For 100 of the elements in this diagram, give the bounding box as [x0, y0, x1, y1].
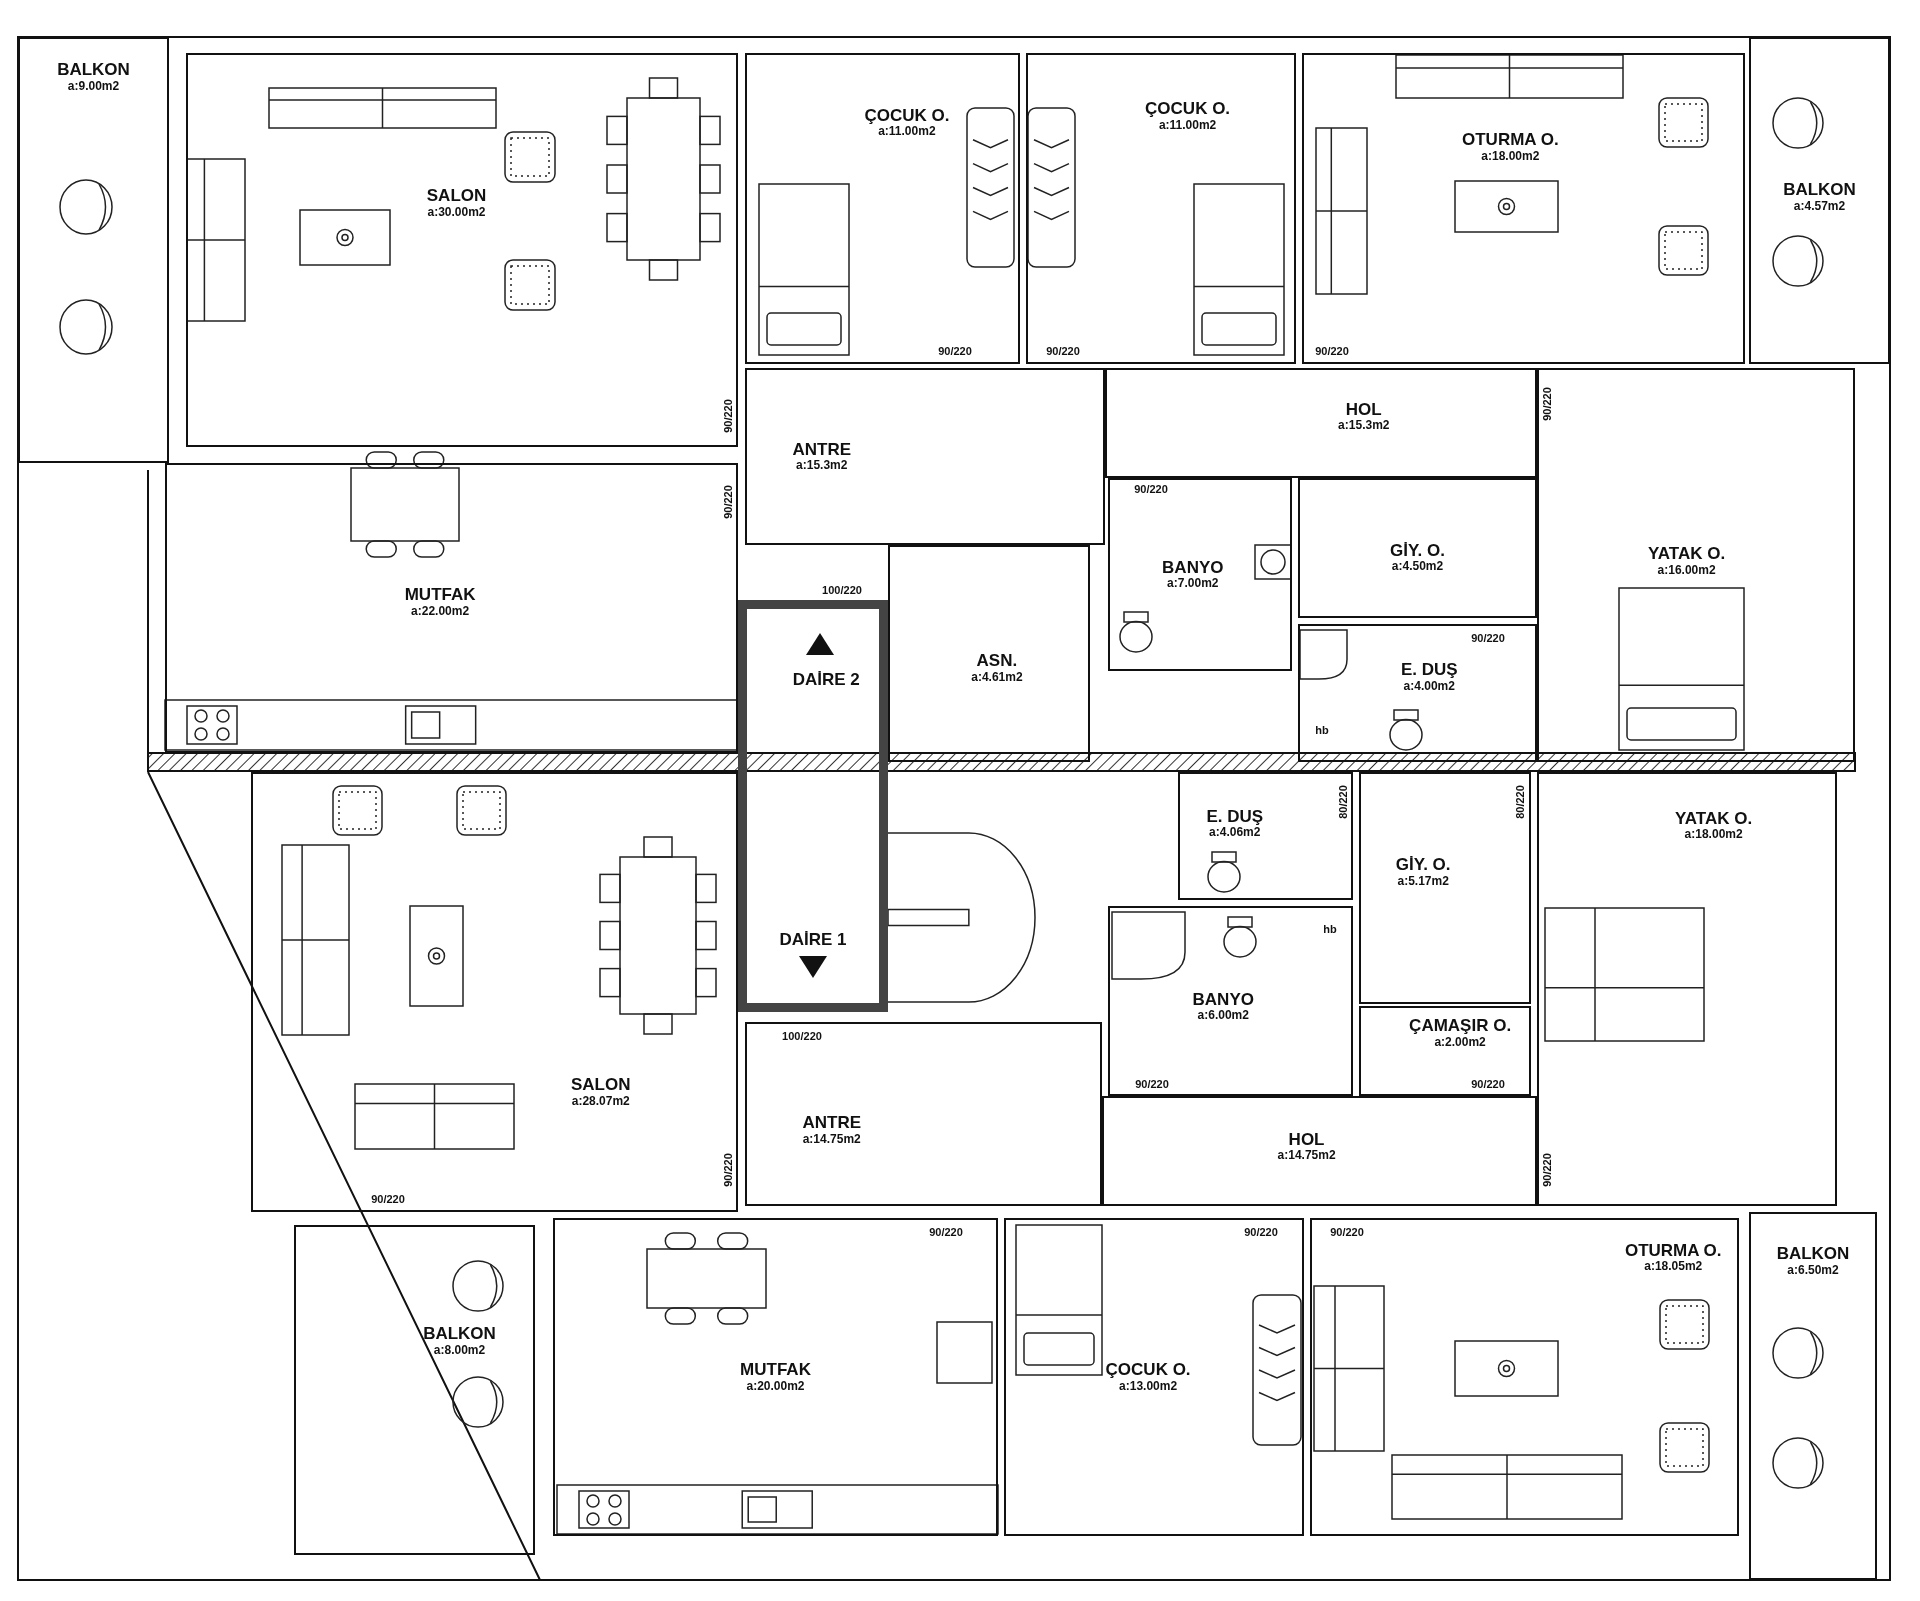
door-size-label: 100/220 [822, 584, 862, 596]
room [1108, 478, 1292, 671]
door-size-label: 90/220 [1330, 1226, 1364, 1238]
room-name: SALON [426, 187, 487, 206]
door-size-label: 90/220 [371, 1193, 405, 1205]
room [1310, 1218, 1739, 1536]
room-name: E. DUŞ [1400, 660, 1458, 680]
room-area: a:15.3m2 [1338, 419, 1390, 433]
door-size-label: 90/220 [1471, 1078, 1505, 1090]
room-area: a:28.07m2 [571, 1095, 630, 1109]
room-name: GİY. O. [1390, 541, 1445, 561]
room-name: ÇOCUK O. [1145, 100, 1231, 120]
room-name: OTURMA O. [1624, 1241, 1722, 1261]
stair-core [738, 600, 888, 1012]
room-name: YATAK O. [1648, 545, 1726, 564]
door-size-label: 90/220 [722, 485, 734, 519]
door-size-label: hb [1323, 923, 1337, 935]
room-name: BANYO [1162, 558, 1224, 578]
room [294, 1225, 535, 1555]
room [745, 53, 1020, 364]
room-name: ANTRE [792, 440, 852, 460]
door-size-label: 90/220 [1244, 1226, 1278, 1238]
room-area: a:4.06m2 [1209, 826, 1261, 840]
room-area: a:8.00m2 [433, 1343, 486, 1358]
door-size-label: 90/220 [1471, 632, 1505, 644]
room [18, 37, 169, 463]
room [1102, 1096, 1537, 1206]
door-size-label: 90/220 [938, 345, 972, 357]
room-area: a:18.05m2 [1644, 1260, 1703, 1274]
room-area: a:11.00m2 [878, 125, 936, 139]
room [251, 772, 738, 1212]
room-area: a:14.75m2 [802, 1132, 861, 1147]
room [1298, 478, 1537, 618]
room-name: ÇOCUK O. [864, 106, 950, 126]
room-name: BALKON [423, 1325, 496, 1344]
room-name: BALKON [1776, 1245, 1850, 1265]
room [1359, 1006, 1531, 1096]
door-size-label: 90/220 [722, 399, 734, 433]
room [1359, 772, 1531, 1004]
apartment-label: DAİRE 1 [779, 930, 847, 950]
door-size-label: 90/220 [1134, 483, 1168, 495]
door-size-label: 90/220 [1046, 345, 1080, 357]
room [745, 1022, 1102, 1206]
room [553, 1218, 998, 1536]
room-area: a:4.57m2 [1793, 200, 1846, 214]
room-area: a:30.00m2 [427, 205, 486, 220]
room-area: a:18.00m2 [1481, 149, 1540, 164]
room-area: a:9.00m2 [67, 79, 120, 93]
room [1749, 37, 1890, 364]
room [1749, 1212, 1877, 1580]
room-area: a:16.00m2 [1657, 563, 1716, 578]
room [186, 53, 738, 447]
room-area: a:15.3m2 [796, 459, 848, 473]
room [1004, 1218, 1304, 1536]
room-area: a:5.17m2 [1397, 874, 1449, 888]
room-area: a:11.00m2 [1158, 119, 1217, 133]
room-name: SALON [571, 1076, 631, 1095]
room-area: a:6.00m2 [1197, 1009, 1249, 1023]
room-area: a:6.50m2 [1787, 1264, 1839, 1278]
room-area: a:4.50m2 [1391, 560, 1444, 574]
room-area: a:20.00m2 [746, 1379, 805, 1393]
room [1026, 53, 1296, 364]
door-size-label: 100/220 [782, 1030, 822, 1042]
room-area: a:18.00m2 [1684, 828, 1743, 842]
room [1108, 906, 1353, 1096]
room-name: ASN. [976, 652, 1018, 672]
room [1298, 624, 1537, 762]
room-area: a:22.00m2 [411, 605, 470, 619]
room-name: ANTRE [802, 1114, 861, 1133]
room-name: HOL [1288, 1130, 1325, 1150]
room-name: E. DUŞ [1206, 807, 1264, 827]
room-area: a:7.00m2 [1167, 577, 1219, 591]
door-size-label: hb [1315, 724, 1329, 736]
room [1537, 368, 1855, 762]
door-size-label: 90/220 [929, 1226, 963, 1238]
door-size-label: 90/220 [1315, 345, 1349, 357]
room-area: a:4.00m2 [1403, 679, 1455, 693]
door-size-label: 90/220 [1135, 1078, 1169, 1090]
room-name: MUTFAK [740, 1361, 811, 1380]
room-name: ÇOCUK O. [1105, 1361, 1191, 1380]
room-area: a:14.75m2 [1277, 1149, 1336, 1163]
apartment-label: DAİRE 2 [792, 670, 860, 690]
room [1178, 772, 1353, 900]
door-size-label: 80/220 [1337, 785, 1349, 819]
room-name: ÇAMAŞIR O. [1409, 1017, 1512, 1036]
door-size-label: 90/220 [1541, 1153, 1553, 1187]
room-name: BANYO [1192, 990, 1254, 1010]
door-size-label: 90/220 [1541, 387, 1553, 421]
room [1302, 53, 1745, 364]
room-name: MUTFAK [404, 586, 476, 605]
room-name: OTURMA O. [1462, 131, 1559, 150]
room [745, 368, 1105, 545]
room [888, 545, 1090, 762]
room-name: HOL [1345, 400, 1382, 420]
room [1537, 772, 1837, 1206]
room-area: a:13.00m2 [1119, 1379, 1178, 1393]
room-name: YATAK O. [1675, 809, 1753, 829]
door-size-label: 90/220 [722, 1153, 734, 1187]
room-name: GİY. O. [1395, 856, 1451, 875]
room-name: BALKON [1783, 181, 1856, 200]
